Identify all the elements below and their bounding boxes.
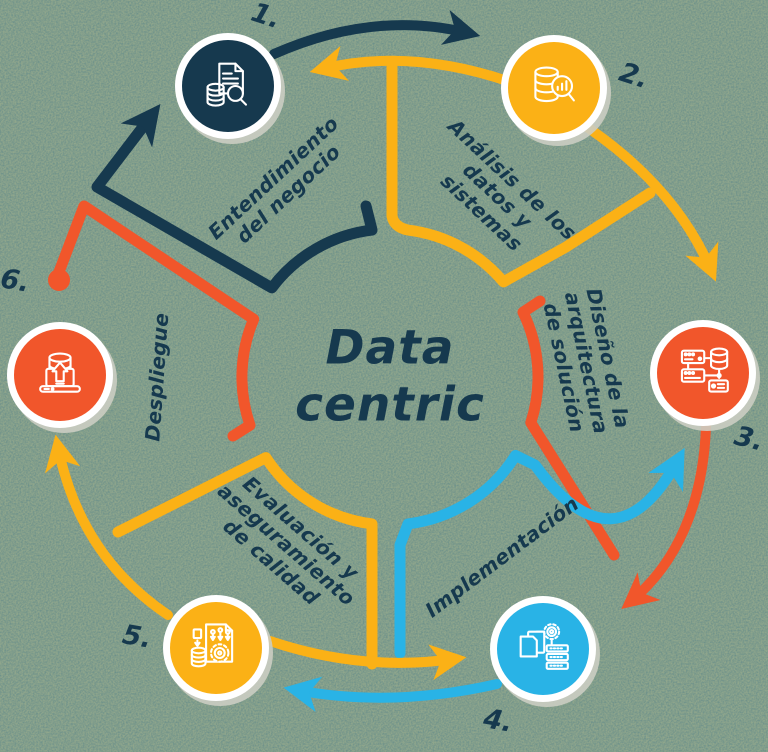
arrow-3-to-4: [621, 422, 711, 610]
wheel-arc-stage3-spoke: [517, 295, 620, 561]
arrow-1-to-2: [269, 9, 481, 59]
document-database-magnifier-icon: [206, 62, 248, 107]
documents-gear-server-icon: [519, 623, 569, 670]
arrow-2-to-3: [582, 122, 719, 282]
wheel-arc-stage6-spoke: [53, 200, 260, 442]
stage6-spoke-endpoint-dot: [48, 269, 70, 291]
arrow-5-to-6: [44, 434, 173, 620]
stage-1-badge: [182, 40, 274, 132]
wheel-arc-stage2-spoke: [386, 60, 656, 288]
arrow-5-to-4: [265, 636, 467, 681]
laptop-database-upload-icon: [39, 352, 81, 393]
inner-wheel: [48, 60, 685, 670]
wheel-arc-stage1-spoke: [91, 103, 378, 294]
connected-servers-database-icon: [680, 347, 729, 393]
document-workflow-gear-database-icon: [190, 623, 234, 668]
arrow-4-to-5: [283, 676, 502, 712]
database-chart-magnifier-icon: [534, 66, 575, 103]
outer-arrows: [44, 9, 719, 712]
wheel-arc-stage5-spoke: [112, 452, 378, 670]
wheel-arc-stage4-spoke-and-arrow: [394, 447, 685, 659]
arrow-2-to-1: [309, 45, 521, 89]
